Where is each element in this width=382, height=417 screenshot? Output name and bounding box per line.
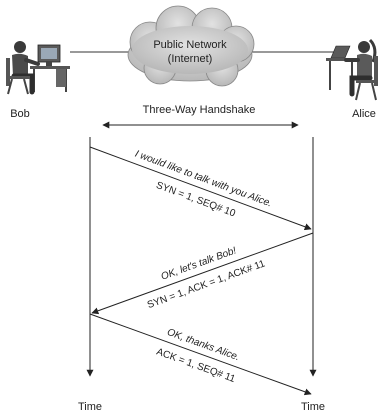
host-label-alice: Alice: [352, 108, 376, 120]
time-label-alice: Time: [301, 401, 325, 413]
alice-person-icon: [344, 38, 378, 101]
ack-arrow: [89, 313, 312, 396]
network-title-line1: Public Network: [153, 39, 227, 51]
syn-ack-arrow: [91, 232, 314, 315]
handshake-label: Three-Way Handshake: [143, 104, 256, 116]
network-title-line2: (Internet): [168, 53, 213, 65]
bob-person-icon: [6, 41, 40, 95]
bob-computer-icon: [30, 44, 70, 92]
time-label-bob: Time: [78, 401, 102, 413]
internet-cloud-icon: [127, 5, 255, 87]
host-label-bob: Bob: [10, 108, 30, 120]
syn-arrow: [89, 146, 312, 231]
